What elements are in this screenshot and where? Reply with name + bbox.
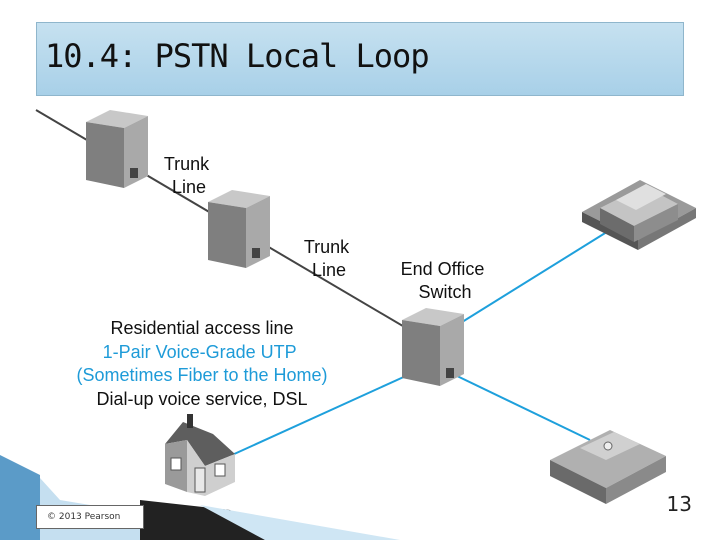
- access-line-residential: [231, 374, 409, 456]
- slide-title: 10.4: PSTN Local Loop: [45, 37, 430, 75]
- copyright-text: © 2013 Pearson: [47, 512, 121, 522]
- switch-building-1: [86, 110, 148, 188]
- trunk-line-1-label: Trunk Line: [164, 154, 214, 197]
- trunk-line-2-label: Trunk Line: [304, 237, 354, 280]
- end-office-switch-label: End Office Switch: [401, 259, 490, 302]
- page-number: 13: [666, 492, 692, 516]
- office-building-top-right: [582, 180, 696, 250]
- switch-building-2: [208, 190, 270, 268]
- residential-service-label: Dial-up voice service, DSL: [96, 389, 307, 409]
- residential-access-heading: Residential access line: [110, 318, 293, 338]
- residential-house: [165, 414, 235, 496]
- end-office-switch-building: [402, 308, 464, 386]
- office-building-bottom-right: [550, 430, 666, 504]
- access-line-office-bottom: [454, 374, 591, 441]
- title-bar: 10.4: PSTN Local Loop: [36, 22, 684, 96]
- residential-media-label: 1-Pair Voice-Grade UTP (Sometimes Fiber …: [76, 342, 327, 385]
- copyright-box: © 2013 Pearson: [36, 505, 144, 529]
